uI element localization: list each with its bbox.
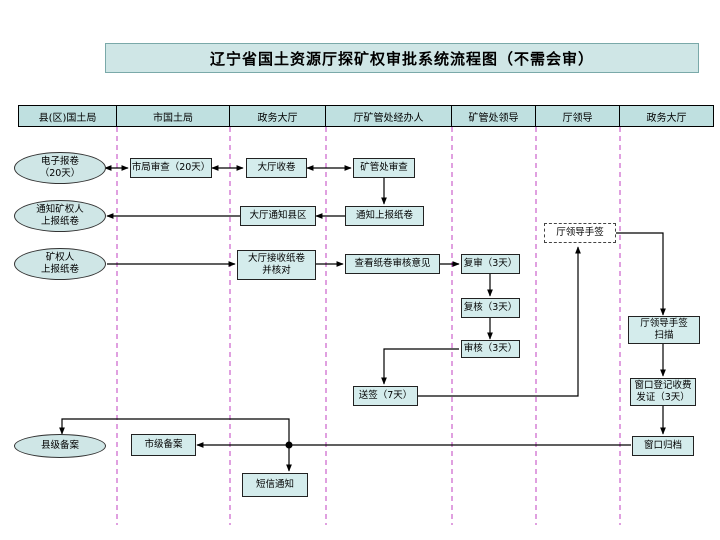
arrow-send-leader <box>418 246 581 397</box>
node-city-review: 市局审查（20天） <box>130 158 212 178</box>
node-notify-holder: 通知矿权人 上报纸卷 <box>14 200 106 232</box>
arrow-archive-county <box>59 418 290 445</box>
node-check-paper: 查看纸卷审核意见 <box>345 254 440 274</box>
column-city-bureau: 市国土局 <box>117 106 230 126</box>
node-dept-review: 矿管处审查 <box>353 158 415 178</box>
node-leader-sign-scan: 厅领导手签 扫描 <box>628 316 700 344</box>
node-leader-sign: 厅领导手签 <box>544 223 616 243</box>
column-mining-dept-officer: 厅矿管处经办人 <box>326 106 452 126</box>
node-verify: 复核（3天） <box>461 298 520 318</box>
page-title: 辽宁省国土资源厅探矿权审批系统流程图（不需会审） <box>105 43 699 73</box>
node-county-filing: 县级备案 <box>14 434 106 458</box>
node-send-sign: 送签（7天） <box>353 386 418 406</box>
column-county-bureau: 县(区)国土局 <box>19 106 117 126</box>
node-city-filing: 市级备案 <box>131 434 196 456</box>
node-hall-notify-county: 大厅通知县区 <box>240 206 316 226</box>
node-hall-receive-paper: 大厅接收纸卷 并核对 <box>237 250 316 280</box>
column-mining-dept-leader: 矿管处领导 <box>452 106 536 126</box>
junction-dot <box>285 441 293 449</box>
node-recheck: 复审（3天） <box>461 254 520 274</box>
node-window-register: 窗口登记收费 发证（3天） <box>630 378 696 406</box>
node-approve: 审核（3天） <box>461 340 520 358</box>
node-notify-paper: 通知上报纸卷 <box>345 206 424 226</box>
node-window-archive: 窗口归档 <box>632 436 694 456</box>
arrow-leader-scan <box>616 232 666 316</box>
column-service-hall-2: 政务大厅 <box>620 106 713 126</box>
column-service-hall: 政务大厅 <box>230 106 326 126</box>
arrow-approve-send <box>381 348 459 385</box>
node-sms-notice: 短信通知 <box>242 473 308 497</box>
swimlane-header: 县(区)国土局 市国土局 政务大厅 厅矿管处经办人 矿管处领导 厅领导 政务大厅 <box>18 105 714 127</box>
node-holder-submit: 矿权人 上报纸卷 <box>14 248 106 280</box>
node-e-report: 电子报卷 （20天） <box>14 152 106 184</box>
node-hall-receive: 大厅收卷 <box>246 158 307 178</box>
column-department-leader: 厅领导 <box>536 106 620 126</box>
